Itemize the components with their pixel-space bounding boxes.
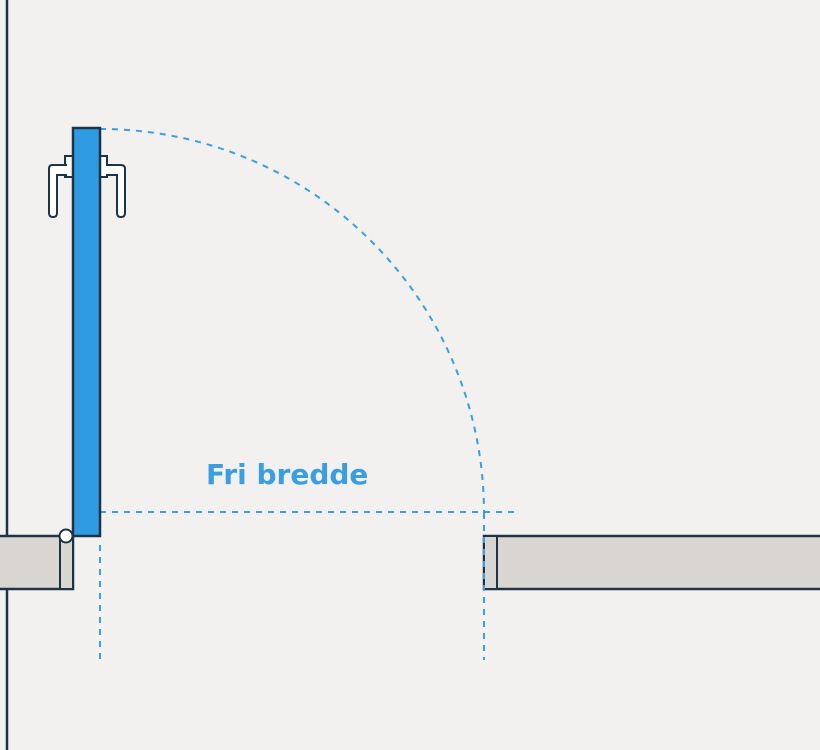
- door-leaf: [71, 126, 102, 538]
- door-frame-left: [59, 535, 74, 590]
- wall-segment-right: [482, 534, 820, 591]
- hinge-icon: [58, 528, 74, 544]
- clear-width-label: Fri bredde: [206, 458, 368, 491]
- door-frame-right: [483, 535, 498, 590]
- door-swing-arc: [99, 128, 485, 514]
